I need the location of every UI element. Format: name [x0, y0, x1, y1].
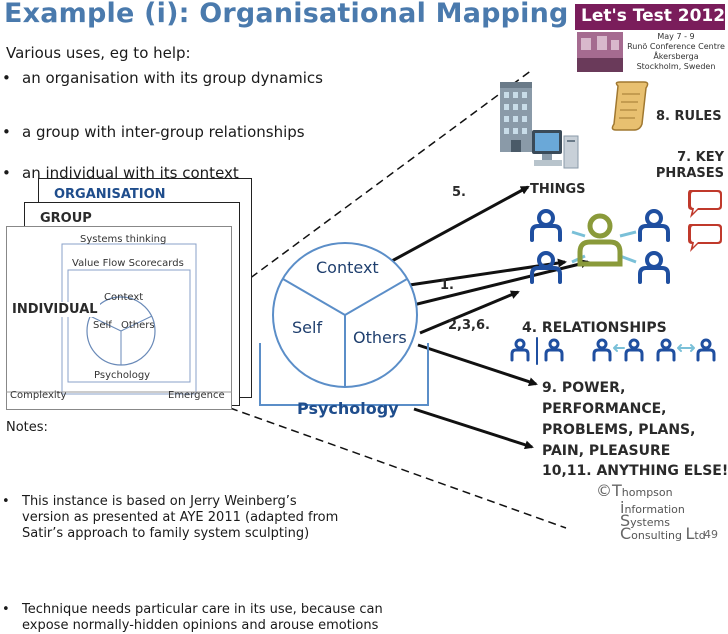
mini-emergence: Emergence — [168, 390, 225, 401]
event-logo-line: Åkersberga — [653, 52, 699, 61]
relationships-label: 4. RELATIONSHIPS — [522, 320, 667, 336]
event-logo: Let's Test 2012 May 7 - 9 Runö Conferenc… — [575, 4, 725, 72]
building-icon — [500, 82, 532, 152]
event-logo-line: Stockholm, Sweden — [636, 62, 716, 71]
zoom-line-bottom — [229, 407, 567, 529]
self-context-diagram — [259, 242, 429, 406]
arrow-psychology-problems — [413, 407, 534, 450]
company-initial: S — [620, 511, 631, 530]
mini-value-flow: Value Flow Scorecards — [72, 258, 184, 269]
company-word: td — [694, 529, 706, 542]
company-word: ystems — [630, 516, 670, 529]
psychology-label: Psychology — [297, 399, 399, 418]
event-logo-line: May 7 - 9 — [657, 32, 695, 41]
page-number: 49 — [704, 528, 718, 541]
page-title: Example (i): Organisational Mapping — [4, 0, 569, 29]
event-logo-line: Runö Conference Centre — [627, 42, 725, 51]
intro-text: Various uses, eg to help: — [6, 44, 191, 62]
step-5-label: 5. — [452, 185, 466, 200]
group-label: GROUP — [40, 211, 92, 226]
step-236-label: 2,3,6. — [448, 318, 490, 333]
step-1-label: 1. — [440, 278, 454, 293]
event-logo-building-icon — [577, 32, 623, 72]
self-label: Self — [292, 318, 323, 337]
rules-label: 8. RULES — [656, 109, 722, 124]
others-label: Others — [353, 328, 407, 347]
arrow-context-things — [389, 185, 530, 264]
organisation-label: ORGANISATION — [54, 187, 166, 202]
key-phrases-label: 7. KEY PHRASES — [655, 150, 724, 181]
things-label: THINGS — [530, 182, 586, 197]
mini-complexity: Complexity — [10, 390, 67, 401]
central-person-icon — [577, 213, 623, 267]
bullet-organisation: an organisation with its group dynamics — [0, 69, 728, 87]
arrow-others-relationships — [419, 290, 520, 335]
mini-others: Others — [121, 320, 155, 331]
mini-context: Context — [104, 292, 144, 303]
note-item: This instance is based on Jerry Weinberg… — [0, 494, 462, 542]
company-word: hompson — [621, 486, 673, 499]
person-pair-two-way-icon — [656, 338, 716, 362]
person-icon — [530, 251, 562, 284]
person-pair-one-way-icon — [592, 338, 644, 362]
people-group — [530, 209, 670, 284]
mini-psychology: Psychology — [94, 370, 151, 381]
company-word: onsulting — [631, 529, 686, 542]
company-initial: T — [612, 481, 622, 500]
company-word: nformation — [624, 503, 685, 516]
psychology-frame — [259, 343, 429, 406]
individual-label: INDIVIDUAL — [10, 302, 100, 317]
anything-else-label: 10,11. ANYTHING ELSE! — [542, 463, 728, 479]
computer-icon — [532, 130, 579, 169]
company-initial: i — [620, 498, 625, 517]
company-mark: ©Thompson — [596, 483, 673, 499]
mini-diagram — [6, 243, 232, 395]
company-initial: L — [685, 524, 695, 543]
person-pair-separated-icon — [510, 337, 564, 365]
context-label: Context — [316, 258, 379, 277]
mini-systems-thinking: Systems thinking — [80, 234, 167, 245]
relationship-icons — [510, 337, 716, 365]
connector-layer — [229, 69, 637, 529]
zoom-line-top — [229, 69, 533, 294]
person-icon — [638, 209, 670, 242]
arrow-others-power — [417, 343, 538, 387]
bullet-individual: an individual with its context — [0, 164, 728, 182]
note-item: Technique needs particular care in its u… — [0, 602, 472, 634]
speech-bubbles-icon — [688, 190, 722, 252]
power-label: 9. POWER, PERFORMANCE, PROBLEMS, PLANS, … — [542, 380, 696, 459]
scroll-icon — [611, 81, 649, 131]
person-icon — [530, 209, 562, 242]
event-logo-name: Let's Test 2012 — [581, 6, 726, 26]
copyright-symbol: © — [596, 481, 612, 500]
person-icon — [638, 251, 670, 284]
notes-heading: Notes: — [6, 420, 48, 435]
event-logo-banner — [575, 4, 725, 30]
company-initial: C — [620, 524, 632, 543]
bullet-group: a group with inter-group relationships — [0, 123, 728, 141]
mini-self: Self — [93, 320, 112, 331]
